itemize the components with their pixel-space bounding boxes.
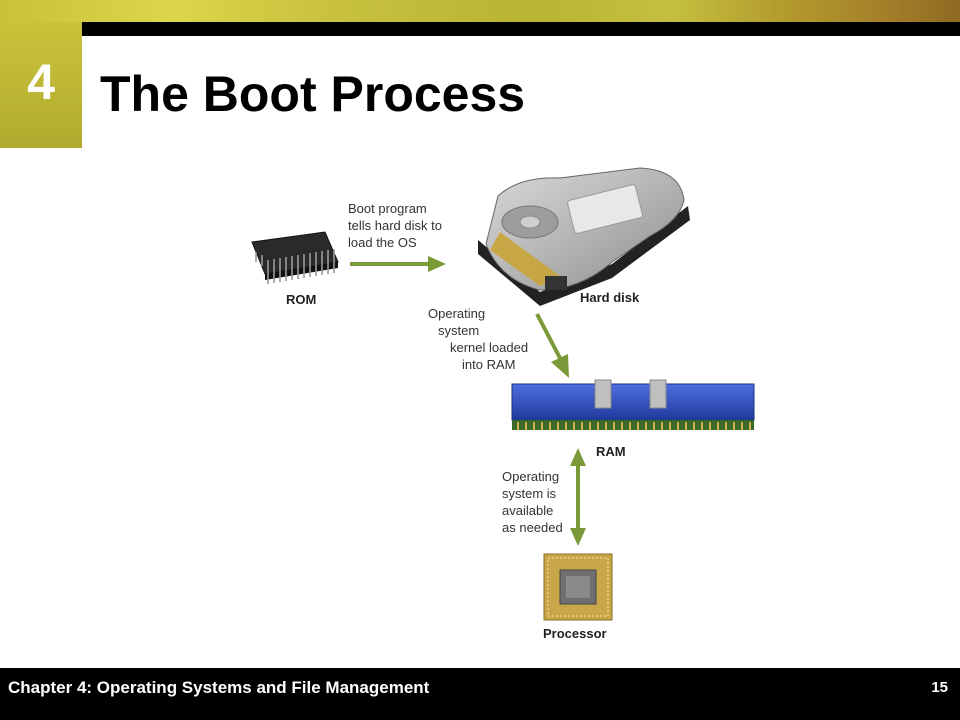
step2-line2: system: [438, 323, 480, 338]
arrow-rom-to-disk: [350, 256, 446, 272]
step1-line1: Boot program: [348, 201, 427, 216]
hard-disk-label: Hard disk: [580, 290, 640, 305]
ram-label: RAM: [596, 444, 626, 459]
step2-line4: into RAM: [462, 357, 516, 372]
step3-line2: system is: [502, 486, 557, 501]
chapter-number-block: 4: [0, 22, 82, 148]
step1-line2: tells hard disk to: [348, 218, 442, 233]
step2-line1: Operating: [428, 306, 486, 321]
chapter-number: 4: [27, 54, 55, 110]
rom-chip-icon: [251, 231, 339, 284]
processor-label: Processor: [543, 626, 607, 641]
top-decor-band: [0, 0, 960, 22]
ram-module-icon: [511, 379, 755, 430]
hard-disk-icon: [478, 167, 690, 306]
arrow-ram-processor: [570, 448, 586, 546]
arrow-disk-to-ram: [535, 313, 569, 378]
footer-bar: [0, 668, 960, 720]
slide-title: The Boot Process: [100, 66, 526, 122]
step3-line3: available: [502, 503, 554, 518]
step3-line4: as needed: [502, 520, 563, 535]
step1-line3: load the OS: [348, 235, 417, 250]
footer-chapter-title: Chapter 4: Operating Systems and File Ma…: [8, 678, 430, 697]
step3-line1: Operating: [502, 469, 560, 484]
processor-icon: [543, 553, 613, 621]
rom-label: ROM: [286, 292, 317, 307]
page-number: 15: [931, 679, 948, 696]
step2-line3: kernel loaded: [450, 340, 529, 355]
header-bar: [82, 22, 960, 36]
